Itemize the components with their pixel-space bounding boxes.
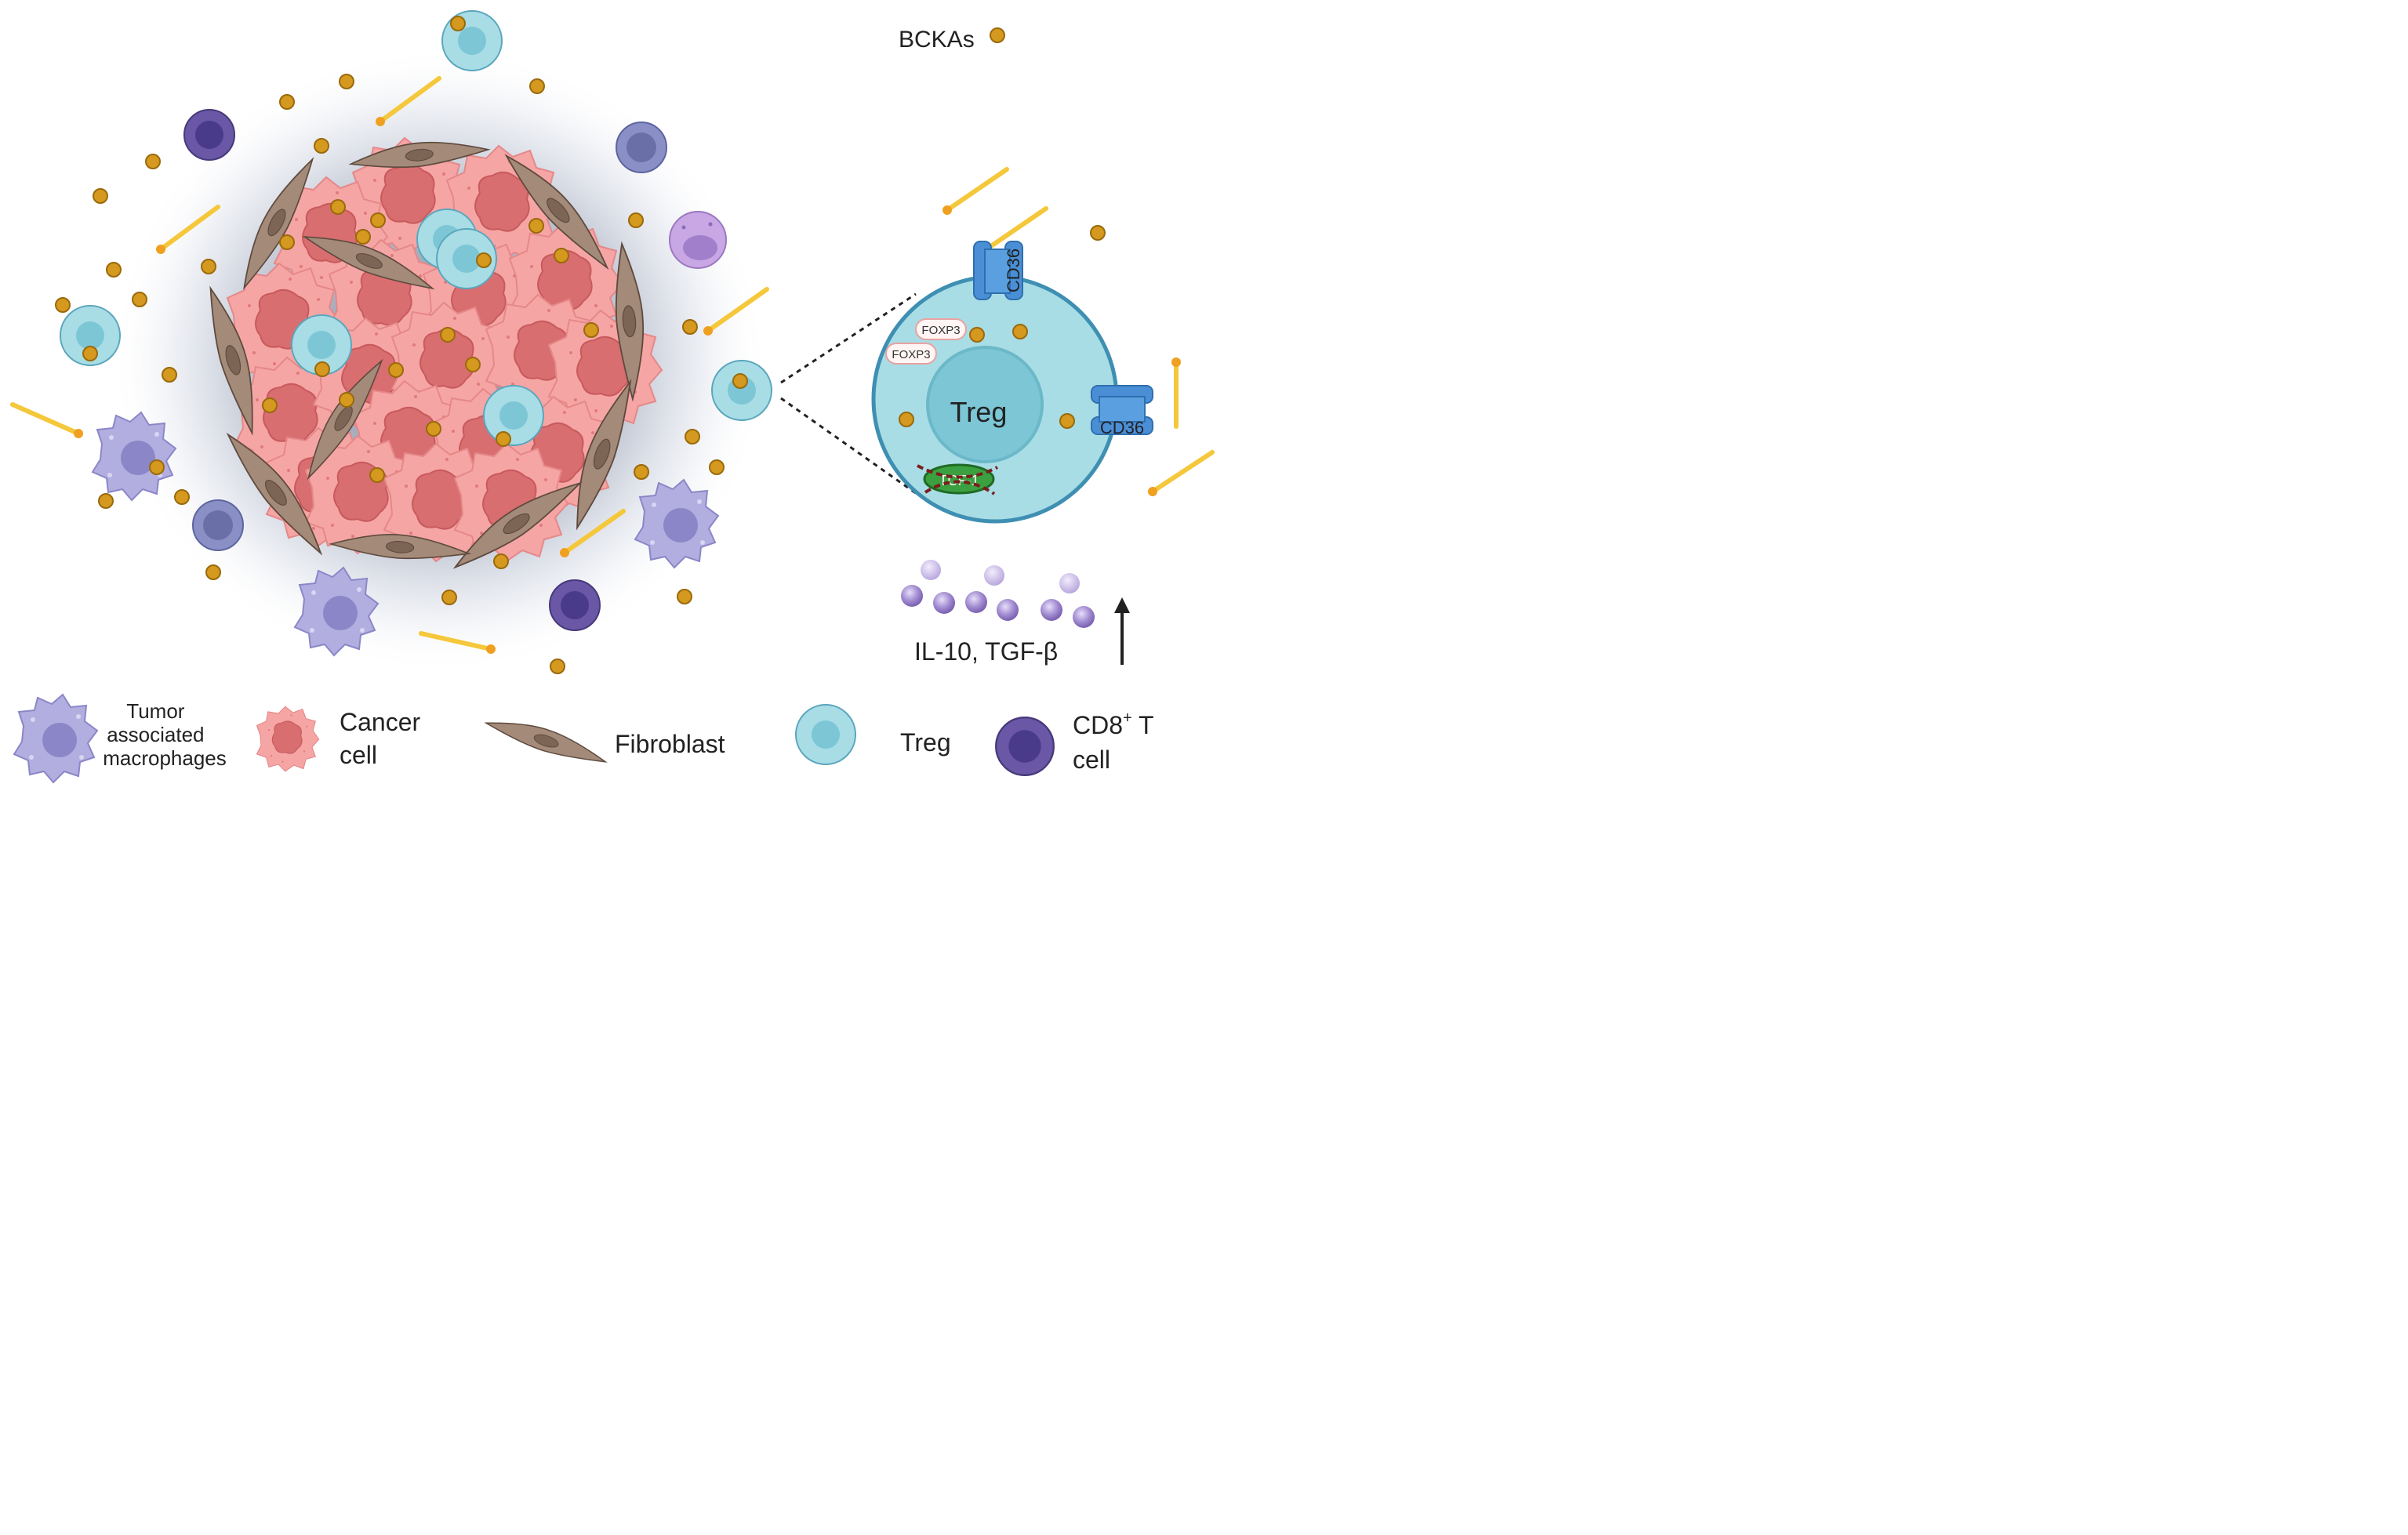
bcka-label: BCKAs [899,27,975,53]
legend-cd8-sup: + [1123,709,1132,727]
legend-macrophage-line: Tumor [126,699,184,723]
legend-cd8-icon [995,717,1055,776]
treg-enlarged: Treg FOXP3 FOXP3 TCF-1 CD36 [871,241,1153,524]
increase-arrow-icon [1114,597,1130,665]
lymphocyte [192,499,244,551]
lymphocyte [616,122,667,173]
legend-cancer-icon [256,706,320,772]
legend-macrophage-line: associated [107,723,204,746]
granulocyte [669,211,727,269]
legend-cancer-line: Cancer [340,708,421,736]
legend-cd8-main: CD8 [1073,711,1123,739]
foxp3-label: FOXP3 [921,324,960,337]
cd8-t-cell [549,579,601,631]
foxp3-badge: FOXP3 [885,343,937,365]
legend-macrophage-icon [13,694,98,783]
tcf1-cross [917,464,998,495]
legend-cd8-line2: cell [1073,746,1110,774]
cd36-label-top: CD36 [1004,249,1023,292]
legend: Tumor associated macrophages Cancer cell… [13,694,1160,783]
cd36-receptor-right: CD36 [1091,385,1153,437]
legend-macrophage-line: macrophages [103,746,227,770]
treg-cell [711,360,772,421]
zoom-lines [780,292,920,497]
tcf1-marker: TCF-1 [917,463,998,495]
surrounding-cells [60,10,772,656]
legend-treg-label: Treg [900,728,951,757]
treg-cell [483,385,544,446]
legend-cd8-suffix: T [1132,711,1153,739]
legend-macrophage-label: Tumor associated macrophages [103,699,227,770]
cytokines [901,560,1095,628]
tumor-mass [110,47,768,674]
legend-cancer-line: cell [340,741,377,769]
treg-nucleus [926,346,1044,463]
foxp3-label: FOXP3 [892,348,930,361]
cd36-receptor-top: CD36 [973,241,1023,300]
legend-fibroblast-icon [482,710,610,771]
cytokine-label: IL-10, TGF-β [914,637,1058,666]
legend-treg-icon [795,704,856,765]
legend-cancer-label: Cancer cell [340,708,427,769]
cd36-label-right: CD36 [1100,418,1144,437]
legend-fibroblast-label: Fibroblast [615,730,725,758]
cd8-t-cell [183,109,235,161]
legend-cd8-label: CD8+ T cell [1073,709,1160,774]
foxp3-badge: FOXP3 [915,318,967,340]
treg-nucleus-label: Treg [950,396,1008,428]
